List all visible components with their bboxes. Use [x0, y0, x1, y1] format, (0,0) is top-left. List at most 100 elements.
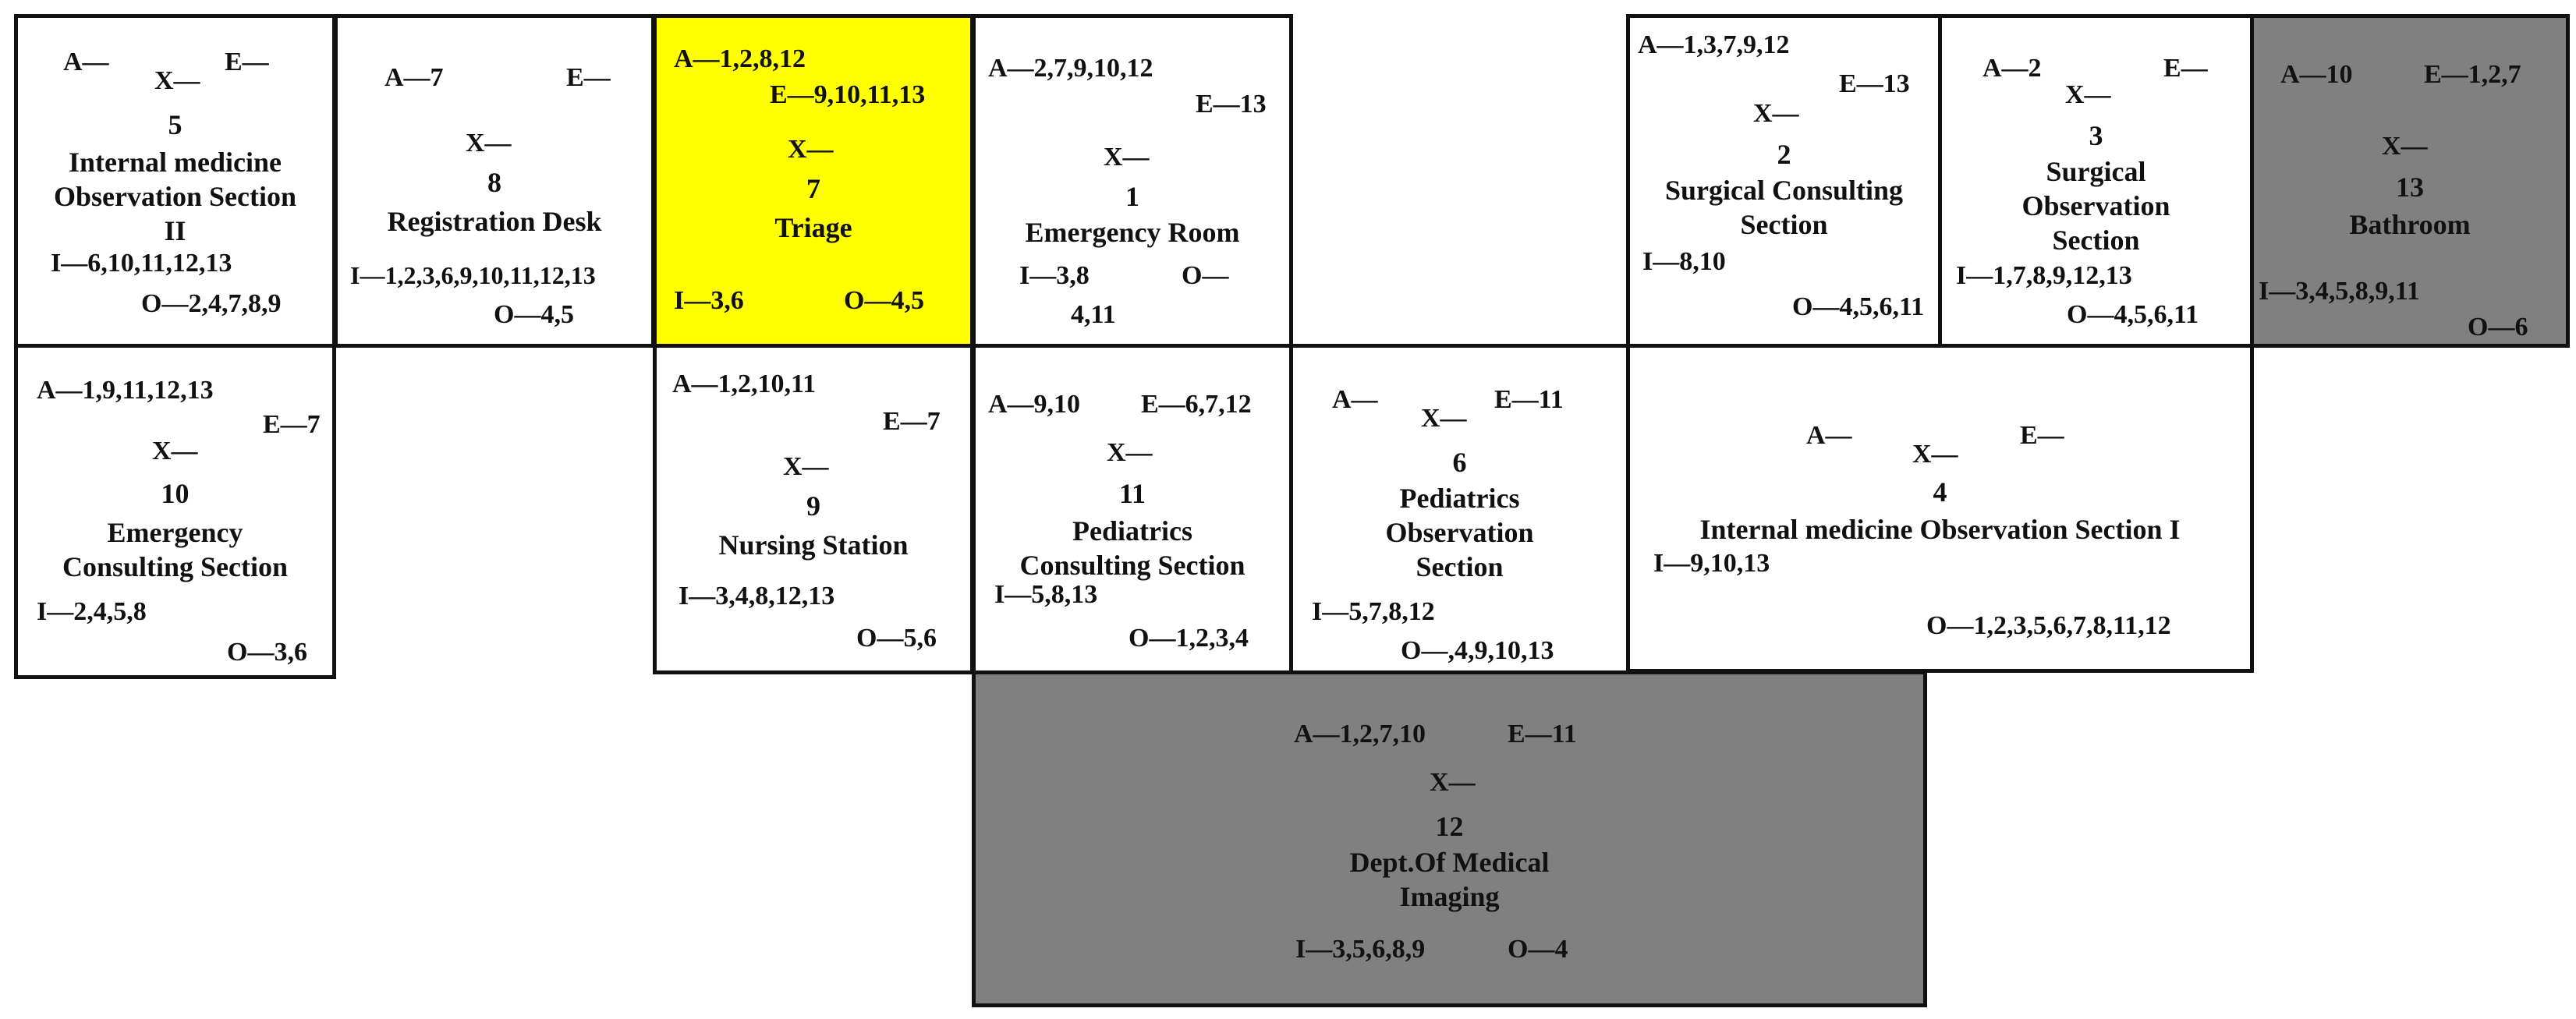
adjacency-x: X—	[1430, 768, 1476, 797]
adjacency-o-cont: 4,11	[1071, 300, 1116, 329]
adjacency-e: E—7	[883, 407, 941, 436]
adjacency-i: I—2,4,5,8	[37, 597, 147, 626]
adjacency-o: O—,4,9,10,13	[1401, 636, 1554, 665]
adjacency-e: E—11	[1508, 720, 1577, 748]
adjacency-a: A—1,3,7,9,12	[1638, 30, 1790, 59]
adjacency-i: I—3,5,6,8,9	[1295, 935, 1426, 964]
adjacency-a: A—9,10	[988, 390, 1081, 419]
room-name: Bathroom	[2349, 209, 2471, 240]
adjacency-e: E—13	[1839, 69, 1910, 98]
adjacency-o: O—2,4,7,8,9	[141, 289, 282, 318]
room-name: Surgical Consulting Section	[1664, 175, 1904, 240]
room-10: A—1,9,11,12,13 E—7 X— 10 Emergency Consu…	[14, 344, 336, 679]
adjacency-x: X—	[1912, 440, 1958, 469]
adjacency-o: O—4,5	[844, 286, 924, 315]
adjacency-x: X—	[2065, 80, 2111, 109]
room-number: 3	[2089, 120, 2103, 151]
room-number: 5	[168, 109, 182, 140]
room-number: 4	[1933, 476, 1947, 508]
adjacency-e: E—	[225, 48, 269, 76]
adjacency-i: I—6,10,11,12,13	[51, 249, 232, 278]
adjacency-x: X—	[788, 135, 834, 164]
room-2: A—1,3,7,9,12 E—13 X— 2 Surgical Consulti…	[1626, 14, 1942, 348]
adjacency-x: X—	[1104, 143, 1150, 172]
adjacency-a: A—10	[2280, 60, 2353, 89]
adjacency-a: A—1,2,8,12	[674, 44, 806, 73]
adjacency-o: O—	[1182, 261, 1229, 290]
room-number: 6	[1452, 447, 1467, 478]
room-name: Pediatrics Consulting Section	[1019, 515, 1245, 581]
adjacency-o: O—1,2,3,5,6,7,8,11,12	[1926, 611, 2171, 640]
adjacency-a: A—	[63, 48, 109, 76]
room-name: Internal medicine Observation Section II	[54, 147, 296, 246]
room-4: A— E— X— 4 Internal medicine Observation…	[1626, 344, 2254, 673]
room-6: A— E—11 X— 6 Pediatrics Observation Sect…	[1289, 344, 1630, 674]
adjacency-a: A—	[1332, 385, 1378, 414]
adjacency-i: I—8,10	[1642, 247, 1726, 276]
adjacency-i: I—3,4,8,12,13	[679, 582, 835, 610]
adjacency-e: E—6,7,12	[1141, 390, 1252, 419]
adjacency-a: A—	[1806, 421, 1852, 450]
adjacency-o: O—4	[1508, 935, 1568, 964]
adjacency-e: E—	[2020, 421, 2064, 450]
adjacency-e: E—11	[1494, 385, 1564, 414]
room-9: A—1,2,10,11 E—7 X— 9 Nursing Station I—3…	[653, 344, 974, 674]
adjacency-a: A—1,2,10,11	[672, 370, 817, 398]
room-name: Triage	[774, 212, 852, 243]
adjacency-a: A—2	[1982, 54, 2042, 83]
adjacency-x: X—	[783, 452, 829, 481]
adjacency-o: O—3,6	[227, 638, 307, 667]
adjacency-i: I—3,4,5,8,9,11	[2259, 277, 2420, 306]
room-number: 12	[1435, 811, 1464, 842]
adjacency-o: O—5,6	[856, 624, 937, 653]
adjacency-i: I—3,8	[1019, 261, 1090, 290]
adjacency-e: E—9,10,11,13	[770, 80, 926, 109]
adjacency-e: E—7	[263, 410, 321, 439]
room-11: A—9,10 E—6,7,12 X— 11 Pediatrics Consult…	[972, 344, 1293, 674]
room-number: 10	[161, 478, 190, 509]
room-name: Pediatrics Observation Section	[1385, 483, 1534, 582]
room-name: Nursing Station	[718, 529, 909, 561]
room-name: Registration Desk	[387, 206, 602, 237]
room-number: 8	[487, 167, 501, 198]
adjacency-x: X—	[1107, 438, 1153, 467]
room-name: Emergency Consulting Section	[62, 517, 289, 582]
adjacency-i: I—1,7,8,9,12,13	[1956, 261, 2132, 290]
adjacency-i: I—5,8,13	[994, 580, 1098, 609]
adjacency-i: I—9,10,13	[1653, 549, 1770, 578]
adjacency-i: I—1,2,3,6,9,10,11,12,13	[350, 261, 596, 289]
room-3: A—2 E— X— 3 Surgical Observation Section…	[1938, 14, 2254, 348]
adjacency-x: X—	[154, 66, 200, 95]
room-8: A—7 E— X— 8 Registration Desk I—1,2,3,6,…	[334, 14, 655, 348]
adjacency-o: O—4,5,6,11	[1792, 292, 1925, 321]
adjacency-o: O—1,2,3,4	[1129, 624, 1249, 653]
adjacency-a: A—1,9,11,12,13	[37, 376, 214, 405]
adjacency-a: A—7	[384, 63, 444, 92]
adjacency-x: X—	[152, 437, 198, 465]
adjacency-e: E—13	[1196, 90, 1267, 119]
room-number: 1	[1125, 181, 1139, 212]
room-name: Dept.Of Medical Imaging	[1349, 847, 1550, 912]
room-13-bathroom: A—10 E—1,2,7 X— 13 Bathroom I—3,4,5,8,9,…	[2250, 14, 2570, 348]
adjacency-o: O—6	[2468, 313, 2528, 341]
adjacency-x: X—	[466, 129, 512, 157]
room-number: 7	[806, 173, 820, 204]
room-name: Emergency Room	[1025, 217, 1240, 248]
adjacency-a: A—1,2,7,10	[1294, 720, 1426, 748]
adjacency-o: O—4,5,6,11	[2067, 300, 2199, 329]
room-12-medical-imaging: A—1,2,7,10 E—11 X— 12 Dept.Of Medical Im…	[972, 670, 1927, 1007]
room-7-triage: A—1,2,8,12 E—9,10,11,13 X— 7 Triage I—3,…	[653, 14, 974, 348]
room-1: A—2,7,9,10,12 E—13 X— 1 Emergency Room I…	[972, 14, 1293, 348]
room-number: 13	[2396, 172, 2424, 203]
room-number: 2	[1777, 139, 1791, 170]
room-name: Surgical Observation Section	[2021, 156, 2170, 256]
adjacency-x: X—	[1753, 99, 1799, 128]
adjacency-e: E—1,2,7	[2424, 60, 2521, 89]
adjacency-i: I—3,6	[674, 286, 744, 315]
room-5: A— E— X— 5 Internal medicine Observation…	[14, 14, 336, 348]
adjacency-x: X—	[2382, 132, 2428, 161]
adjacency-e: E—	[2163, 54, 2208, 83]
adjacency-i: I—5,7,8,12	[1312, 597, 1435, 626]
room-name: Internal medicine Observation Section I	[1699, 514, 2181, 545]
adjacency-e: E—	[566, 63, 611, 92]
